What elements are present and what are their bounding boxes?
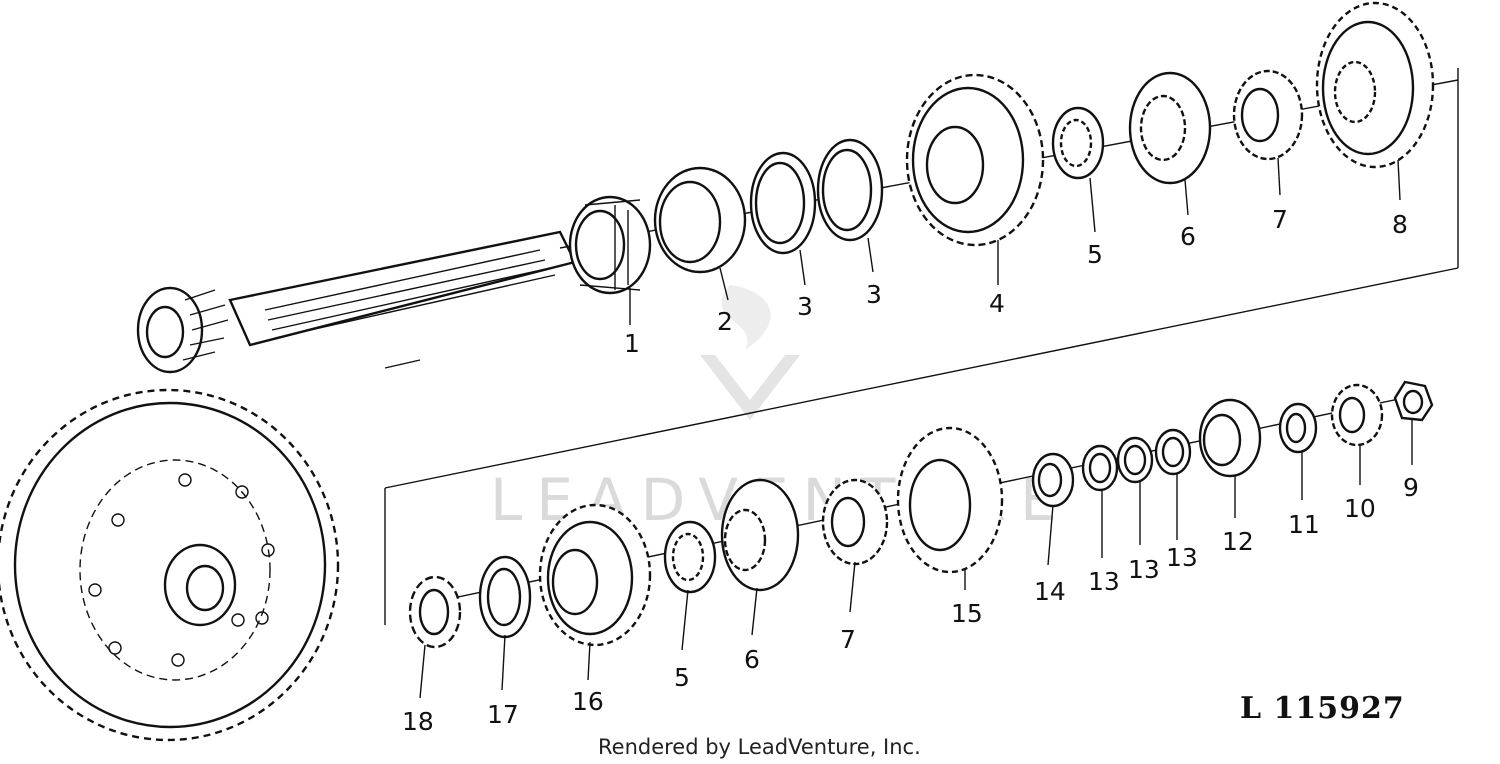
callout-14: 14 xyxy=(1034,577,1066,606)
part-6-collar-lower xyxy=(720,478,800,592)
callout-8: 8 xyxy=(1392,210,1408,239)
callout-6-lower: 6 xyxy=(744,645,760,674)
callout-5: 5 xyxy=(1087,240,1103,269)
part-12-bearing-cup xyxy=(1198,398,1262,478)
callout-7-lower: 7 xyxy=(840,625,856,654)
frame-lines xyxy=(384,68,1459,625)
callout-3b: 3 xyxy=(866,280,882,309)
part-4-gear xyxy=(905,73,1045,247)
callout-1: 1 xyxy=(624,329,640,358)
part-9-nut xyxy=(1393,380,1434,422)
callouts-bottom: 18 17 16 5 6 7 15 14 13 13 13 12 11 10 9 xyxy=(402,473,1419,736)
callout-13c: 13 xyxy=(1166,543,1198,572)
callout-9: 9 xyxy=(1403,473,1419,502)
main-shaft xyxy=(136,79,1459,374)
part-17-snap-ring xyxy=(478,555,532,639)
part-14-seal xyxy=(1031,452,1075,508)
callouts-top: 1 2 3 3 4 5 6 7 8 xyxy=(624,205,1408,358)
part-13-shim-c xyxy=(1154,428,1192,476)
part-1-bearing xyxy=(568,195,652,295)
ring-gear xyxy=(0,388,340,742)
callout-11: 11 xyxy=(1288,510,1320,539)
callout-10: 10 xyxy=(1344,494,1376,523)
part-18-lock-ring xyxy=(408,575,462,649)
leader-lines-bottom xyxy=(419,420,1413,699)
part-7-hub xyxy=(1232,69,1304,161)
leader-lines-top xyxy=(629,157,1401,325)
part-3-ring-a xyxy=(749,151,817,255)
callout-16: 16 xyxy=(572,687,604,716)
callout-6: 6 xyxy=(1180,222,1196,251)
part-13-shim-a xyxy=(1081,444,1119,492)
part-15-gear xyxy=(896,426,1004,574)
pinion-gear xyxy=(136,286,229,374)
callout-12: 12 xyxy=(1222,527,1254,556)
callout-3a: 3 xyxy=(797,292,813,321)
part-6-collar xyxy=(1128,71,1212,185)
callout-4: 4 xyxy=(989,289,1005,318)
render-credit: Rendered by LeadVenture, Inc. xyxy=(598,735,921,759)
part-2-bearing-cup xyxy=(653,166,747,274)
callout-15: 15 xyxy=(951,599,983,628)
callout-2: 2 xyxy=(717,307,733,336)
figure-id: L 115927 xyxy=(1240,691,1405,726)
callout-18: 18 xyxy=(402,707,434,736)
part-7-hub-lower xyxy=(821,478,889,566)
part-5-snap-ring-lower xyxy=(663,520,717,594)
callout-5-lower: 5 xyxy=(674,663,690,692)
part-11-spacer xyxy=(1278,402,1318,454)
part-8-gear xyxy=(1315,1,1435,169)
callout-17: 17 xyxy=(487,700,519,729)
part-3-ring-b xyxy=(816,138,884,242)
callout-13b: 13 xyxy=(1128,555,1160,584)
part-16-gear xyxy=(538,503,652,647)
part-13-shim-b xyxy=(1116,436,1154,484)
callout-13a: 13 xyxy=(1088,567,1120,596)
part-10-bearing xyxy=(1330,383,1384,447)
callout-7: 7 xyxy=(1272,205,1288,234)
part-5-snap-ring xyxy=(1051,106,1105,180)
